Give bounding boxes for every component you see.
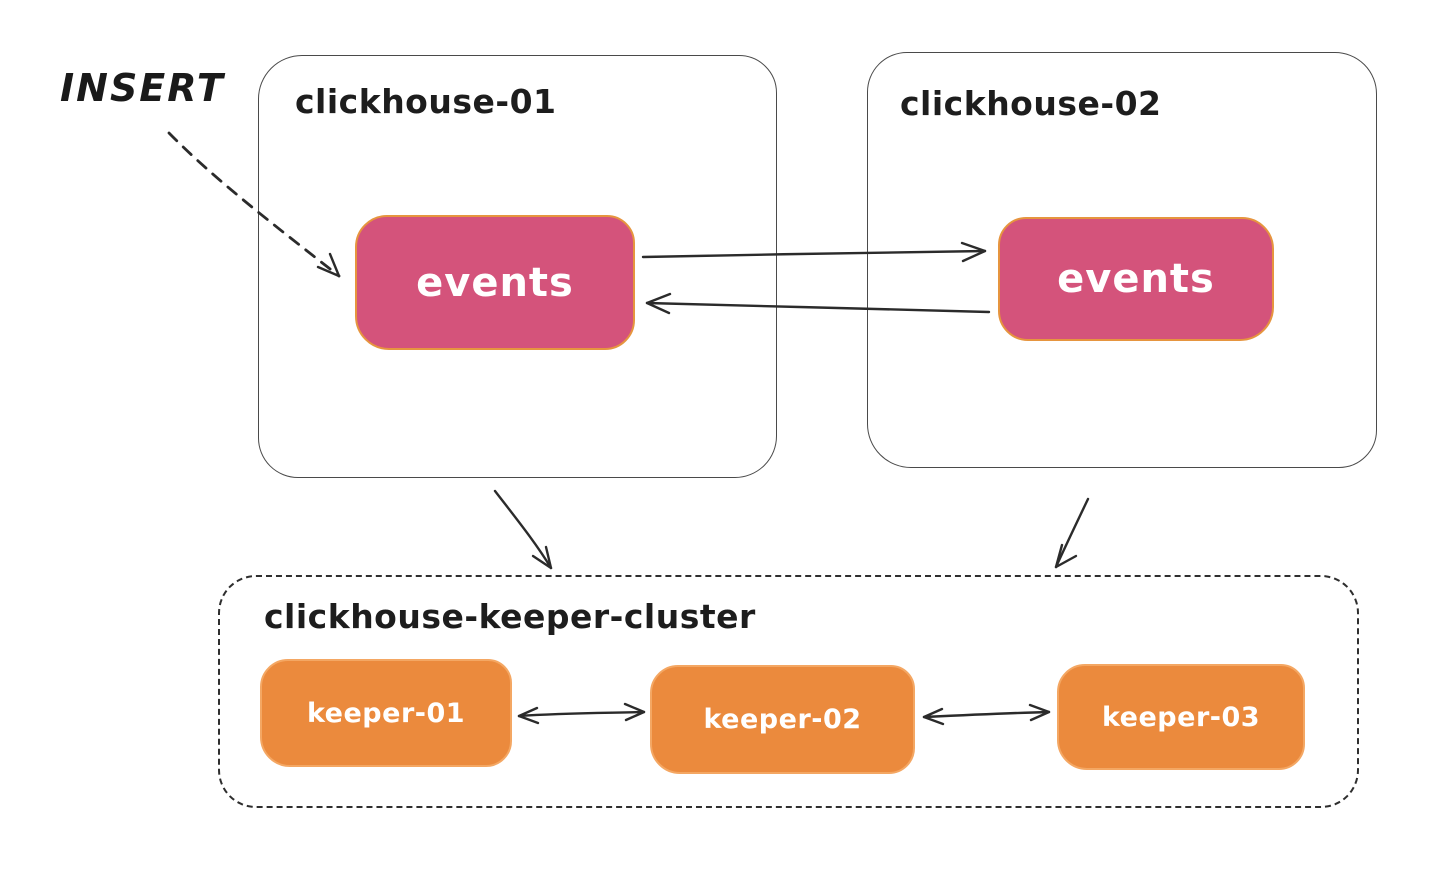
insert-label: INSERT [60,66,225,110]
keeper-node-3: keeper-03 [1057,664,1305,770]
server-title-clickhouse-02: clickhouse-02 [900,84,1162,123]
events-table-clickhouse-02: events [998,217,1274,341]
events-table-label: events [1057,256,1215,302]
keeper-node-label: keeper-02 [703,704,862,735]
server-to-keeper-arrow-2 [1054,497,1090,569]
server-to-keeper-arrow-1 [493,489,553,570]
server-title-clickhouse-01: clickhouse-01 [295,82,557,121]
keeper-node-1: keeper-01 [260,659,512,767]
events-table-label: events [416,259,574,306]
keeper-node-label: keeper-03 [1101,701,1261,733]
keeper-node-label: keeper-01 [306,697,466,729]
keeper-cluster-box: clickhouse-keeper-cluster keeper-01 keep… [218,575,1359,808]
keeper-cluster-title: clickhouse-keeper-cluster [264,597,756,636]
events-table-clickhouse-01: events [355,215,635,350]
keeper-node-2: keeper-02 [650,665,915,774]
